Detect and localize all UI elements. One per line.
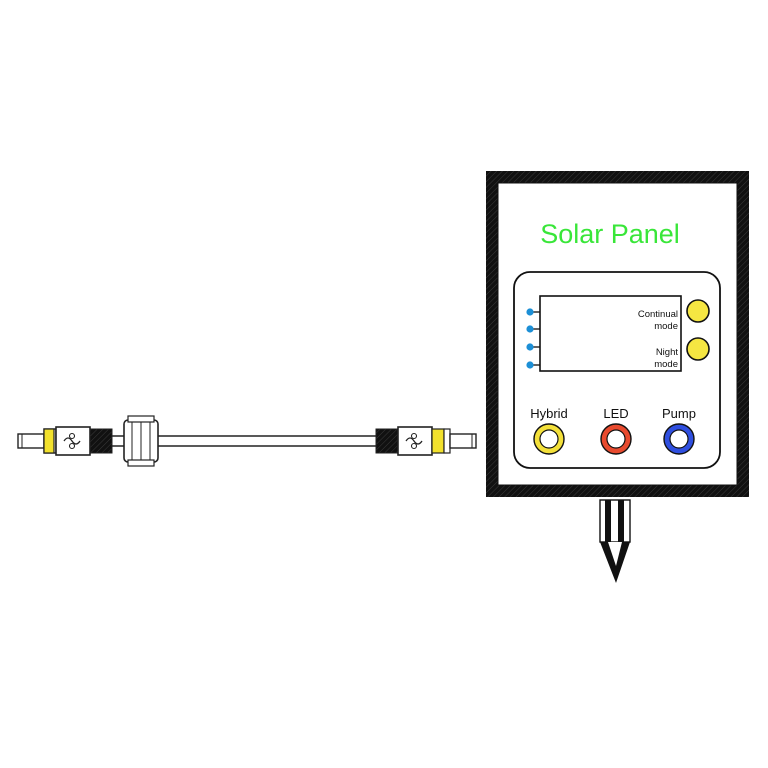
status-led-2	[526, 325, 534, 333]
hybrid-label: Hybrid	[530, 406, 568, 421]
status-led-3	[526, 343, 534, 351]
cable-nut	[123, 415, 159, 467]
led-label: LED	[603, 406, 628, 421]
night-mode-button[interactable]: Night mode	[654, 337, 710, 370]
pump-indicator: Pump	[662, 406, 696, 455]
left-plug-pin	[17, 433, 45, 449]
led-indicator: LED	[600, 406, 632, 455]
panel-title: Solar Panel	[540, 219, 680, 249]
left-connector	[43, 426, 113, 456]
continual-mode-button[interactable]: Continual mode	[638, 299, 710, 332]
pump-label: Pump	[662, 406, 696, 421]
night-mode-label-line2: mode	[654, 359, 678, 370]
right-connector	[375, 426, 451, 456]
continual-mode-label-line1: Continual	[638, 309, 678, 320]
cable-assembly	[17, 415, 477, 467]
right-plug-pin	[449, 433, 477, 449]
status-led-1	[526, 308, 534, 316]
control-board: Continual mode Night mode Hybrid LED Pum…	[513, 271, 721, 469]
right-connector-band	[431, 428, 445, 454]
hybrid-indicator: Hybrid	[530, 406, 568, 455]
continual-mode-label-line2: mode	[654, 321, 678, 332]
left-connector-band	[43, 428, 55, 454]
status-led-4	[526, 361, 534, 369]
night-mode-label-line1: Night	[656, 347, 679, 358]
ground-stake	[599, 499, 631, 583]
status-leds	[526, 308, 540, 369]
